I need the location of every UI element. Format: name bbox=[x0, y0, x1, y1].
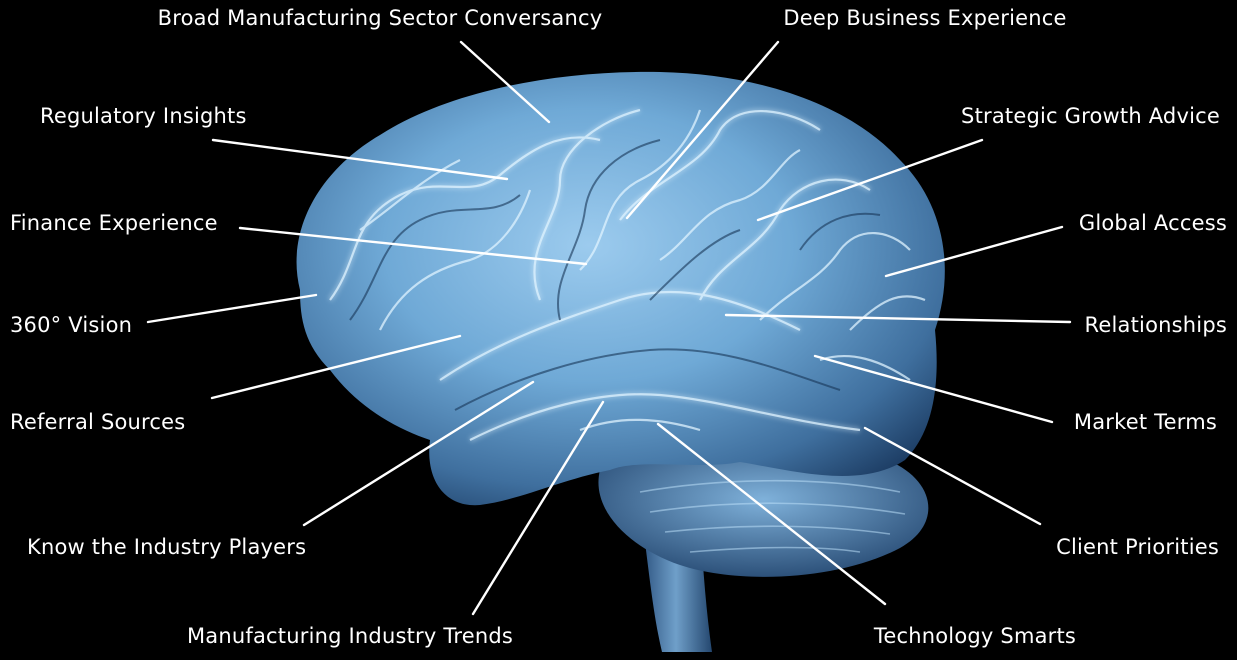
cortex-sulci bbox=[349, 139, 881, 411]
line-industry-players bbox=[302, 380, 535, 527]
label-technology: Technology Smarts bbox=[873, 624, 1077, 648]
leader-lines bbox=[146, 40, 1072, 616]
label-relationships: Relationships bbox=[1084, 313, 1227, 337]
cerebellum bbox=[598, 447, 929, 577]
label-referral: Referral Sources bbox=[10, 410, 186, 434]
label-strategic-growth: Strategic Growth Advice bbox=[961, 104, 1220, 128]
line-referral bbox=[210, 334, 462, 400]
line-industry-trends bbox=[471, 400, 605, 616]
cerebellum-folds bbox=[639, 479, 906, 553]
label-deep-business: Deep Business Experience bbox=[783, 6, 1067, 30]
line-deep-business bbox=[625, 40, 780, 220]
line-broad-manufacturing bbox=[459, 40, 551, 124]
label-market-terms: Market Terms bbox=[1073, 410, 1217, 434]
label-industry-players: Know the Industry Players bbox=[27, 535, 307, 559]
line-technology bbox=[656, 422, 887, 606]
label-client-priorities: Client Priorities bbox=[1056, 535, 1219, 559]
line-finance bbox=[238, 226, 588, 266]
cerebrum bbox=[296, 71, 945, 506]
label-finance: Finance Experience bbox=[10, 211, 218, 235]
line-global-access bbox=[884, 225, 1064, 278]
line-360-vision bbox=[146, 293, 318, 324]
line-client-priorities bbox=[863, 426, 1042, 526]
label-broad-manufacturing: Broad Manufacturing Sector Conversancy bbox=[157, 6, 603, 30]
line-strategic-growth bbox=[756, 138, 984, 222]
line-regulatory bbox=[211, 138, 509, 181]
label-global-access: Global Access bbox=[1078, 211, 1227, 235]
label-industry-trends: Manufacturing Industry Trends bbox=[186, 624, 513, 648]
line-relationships bbox=[724, 313, 1072, 324]
line-market-terms bbox=[813, 354, 1054, 424]
label-regulatory: Regulatory Insights bbox=[40, 104, 247, 128]
label-360-vision: 360° Vision bbox=[10, 313, 133, 337]
